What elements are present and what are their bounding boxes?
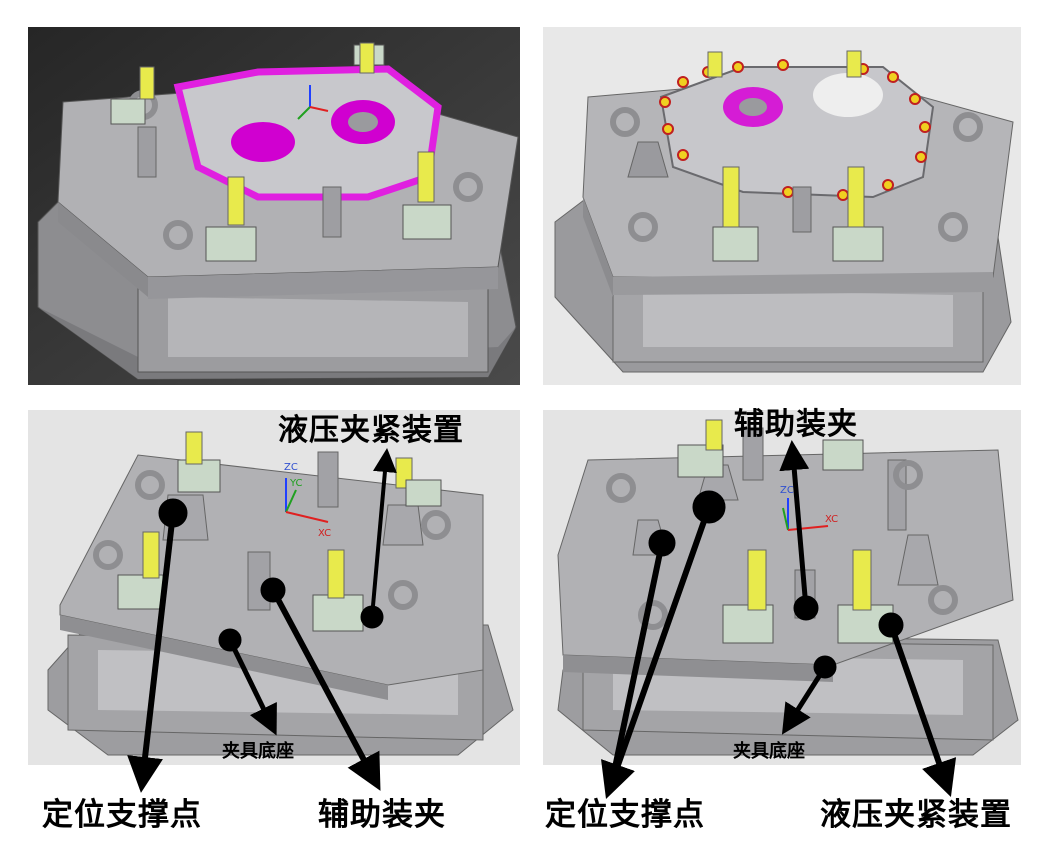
panel-top-right [543, 27, 1021, 385]
axis-xc-right: XC [825, 514, 838, 525]
label-hydraulic-clamp-right: 液压夹紧装置 [820, 797, 1012, 833]
fixture-render-top-left [28, 27, 520, 385]
panel-top-left [28, 27, 520, 385]
label-hydraulic-clamp-left: 液压夹紧装置 [278, 413, 464, 448]
fixture-render-top-right [543, 27, 1021, 385]
clamp-group [110, 42, 452, 262]
label-locating-support-left: 定位支撑点 [42, 797, 202, 833]
axis-zc-right: ZC [780, 485, 794, 496]
label-locating-support-right: 定位支撑点 [545, 797, 705, 833]
fixture-render-bottom-right: ZC XC [543, 410, 1021, 765]
label-fixture-base-right: 夹具底座 [733, 741, 805, 762]
fixture-render-bottom-left: ZC YC XC [28, 410, 520, 765]
label-fixture-base-left: 夹具底座 [222, 741, 294, 762]
axis-yc: YC [289, 478, 303, 489]
axis-zc: ZC [284, 462, 298, 473]
label-auxiliary-clamp-right: 辅助装夹 [734, 407, 858, 442]
panel-bottom-right: ZC XC [543, 410, 1021, 765]
panel-bottom-left: ZC YC XC [28, 410, 520, 765]
axis-xc: XC [318, 528, 331, 539]
label-auxiliary-clamp-left: 辅助装夹 [318, 797, 446, 833]
